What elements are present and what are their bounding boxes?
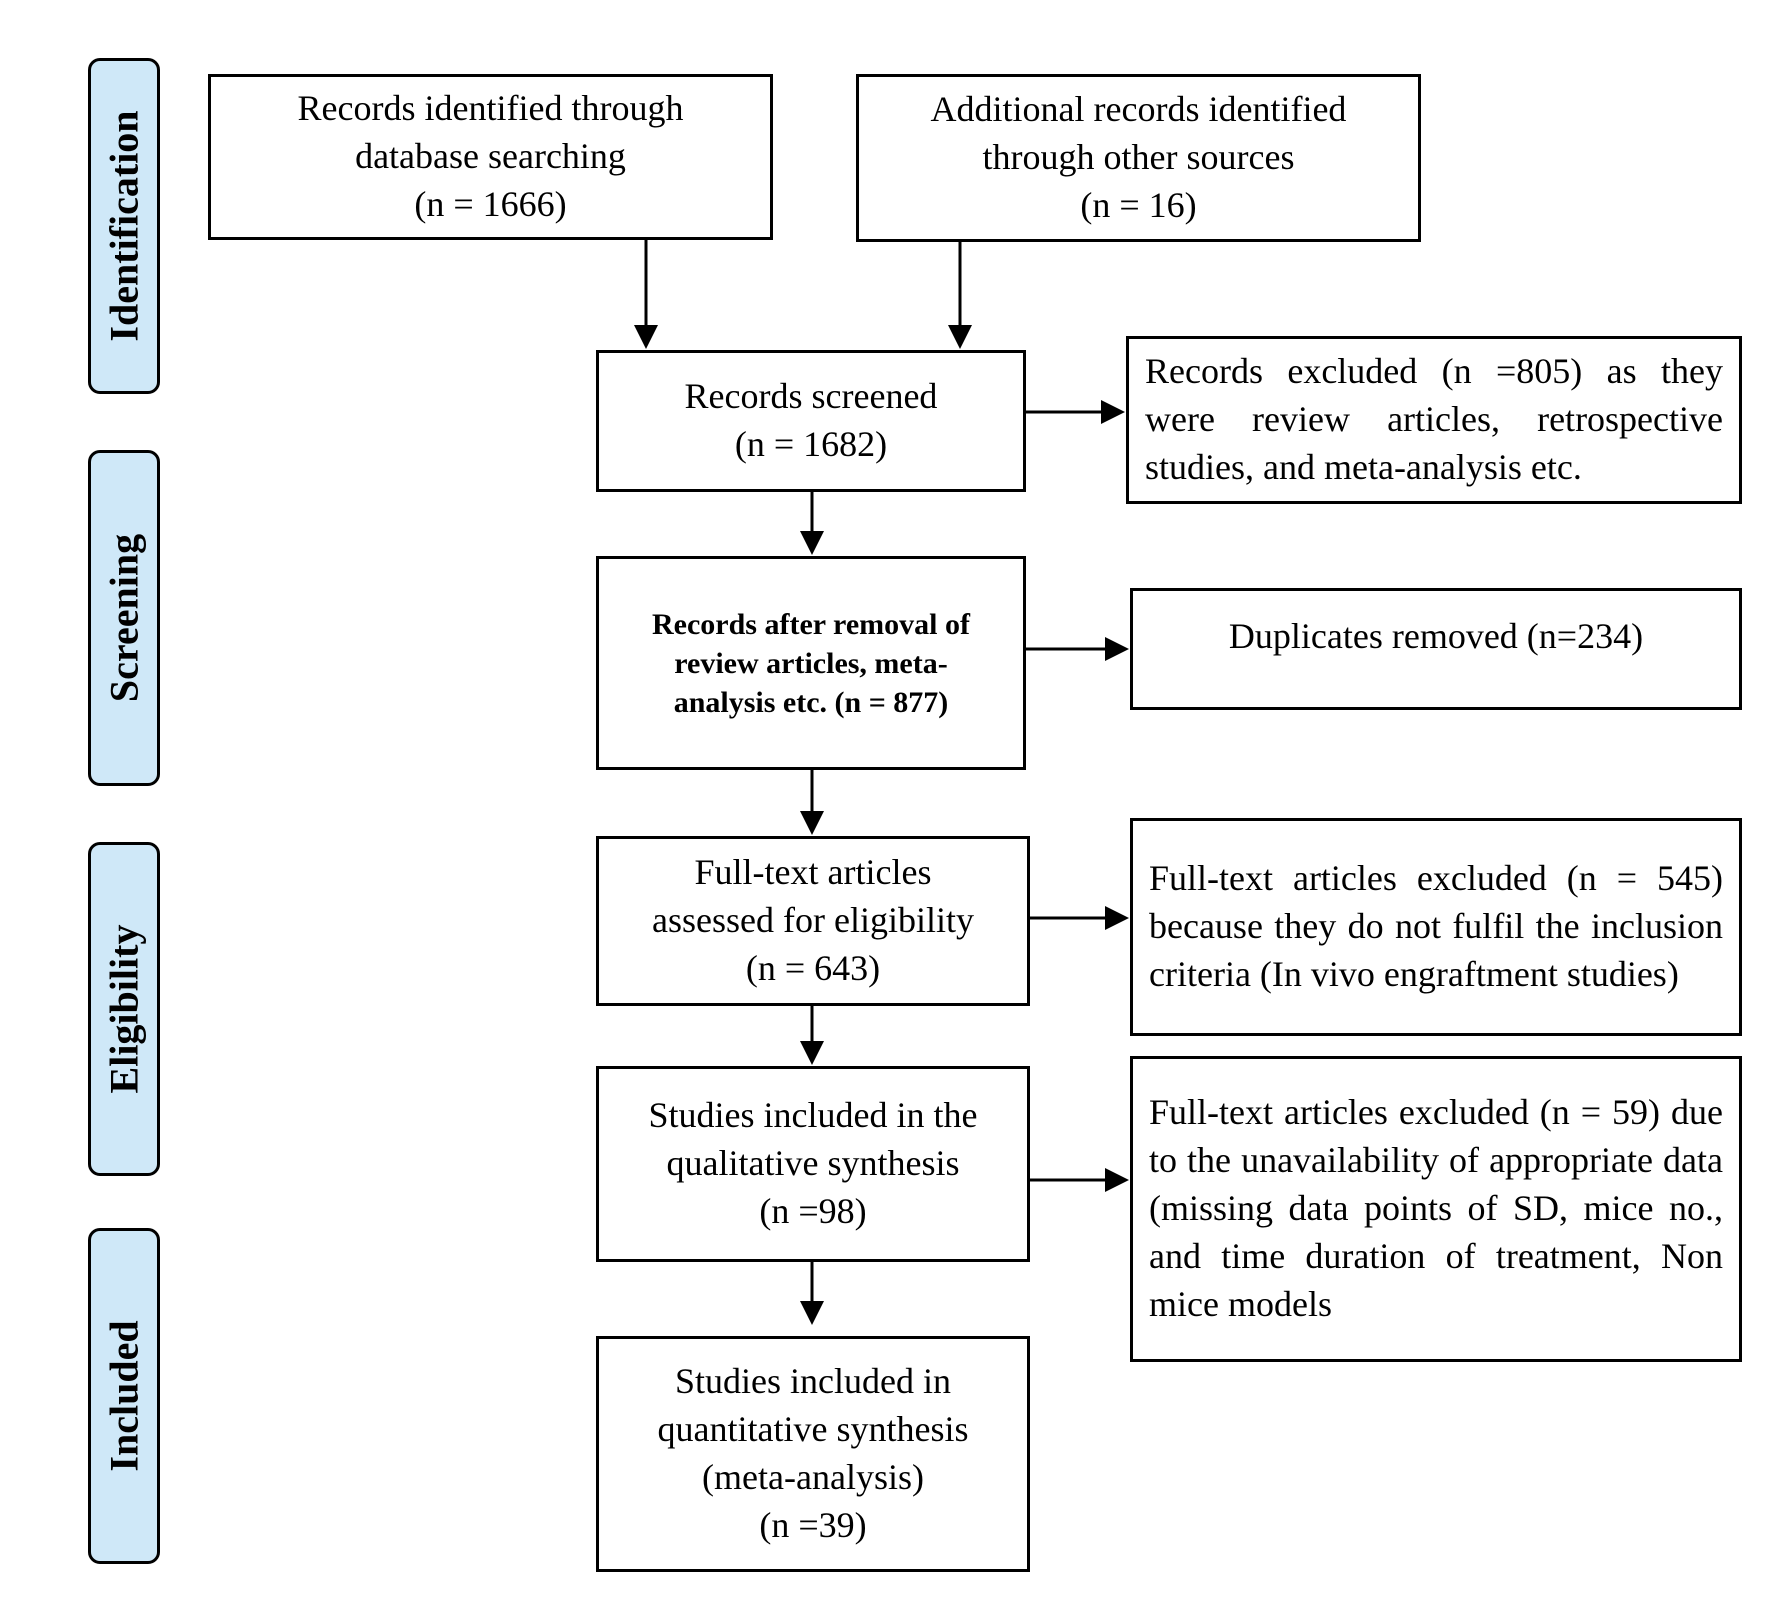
box-other-sources: Additional records identified through ot… — [856, 74, 1421, 242]
qualitative-synthesis-count: (n =98) — [759, 1190, 867, 1231]
phase-screening: Screening — [88, 450, 160, 786]
phase-included: Included — [88, 1228, 160, 1564]
box-full-text-excluded-data: Full-text articles excluded (n = 59) due… — [1130, 1056, 1742, 1362]
database-search-count: (n = 1666) — [414, 183, 567, 224]
after-removal-line3: analysis etc. (n = 877) — [673, 685, 949, 719]
box-quantitative-synthesis: Studies included in quantitative synthes… — [596, 1336, 1030, 1572]
qualitative-synthesis-line2: qualitative synthesis — [666, 1143, 960, 1184]
box-qualitative-synthesis: Studies included in the qualitative synt… — [596, 1066, 1030, 1262]
after-removal-line1: Records after removal of — [652, 607, 970, 641]
phase-eligibility: Eligibility — [88, 842, 160, 1176]
records-excluded-text: Records excluded (n =805) as they were r… — [1145, 351, 1723, 487]
quantitative-synthesis-line3: (meta-analysis) — [702, 1457, 924, 1497]
box-duplicates-removed: Duplicates removed (n=234) — [1130, 588, 1742, 710]
database-search-line2: database searching — [355, 136, 626, 177]
records-screened-label: Records screened — [684, 376, 938, 417]
full-text-assessed-line2: assessed for eligibility — [652, 900, 974, 941]
box-records-screened: Records screened (n = 1682) — [596, 350, 1026, 492]
box-after-removal: Records after removal of review articles… — [596, 556, 1026, 770]
box-full-text-excluded-criteria: Full-text articles excluded (n = 545) be… — [1130, 818, 1742, 1036]
quantitative-synthesis-count: (n =39) — [759, 1504, 867, 1545]
box-database-search: Records identified through database sear… — [208, 74, 773, 240]
full-text-excluded-data-text: Full-text articles excluded (n = 59) due… — [1149, 1092, 1723, 1324]
quantitative-synthesis-line2: quantitative synthesis — [657, 1409, 969, 1450]
other-sources-line1: Additional records identified — [930, 89, 1347, 130]
other-sources-line2: through other sources — [982, 137, 1295, 178]
phase-identification: Identification — [88, 58, 160, 394]
quantitative-synthesis-line1: Studies included in — [675, 1361, 951, 1402]
box-full-text-assessed: Full-text articles assessed for eligibil… — [596, 836, 1030, 1006]
full-text-assessed-count: (n = 643) — [745, 947, 881, 988]
box-records-excluded: Records excluded (n =805) as they were r… — [1126, 336, 1742, 504]
duplicates-removed-text: Duplicates removed (n=234) — [1228, 616, 1644, 656]
full-text-excluded-criteria-text: Full-text articles excluded (n = 545) be… — [1149, 858, 1723, 994]
other-sources-count: (n = 16) — [1080, 184, 1197, 225]
after-removal-line2: review articles, meta- — [674, 646, 948, 680]
qualitative-synthesis-line1: Studies included in the — [648, 1095, 978, 1136]
database-search-line1: Records identified through — [297, 88, 684, 129]
records-screened-count: (n = 1682) — [734, 424, 888, 464]
full-text-assessed-line1: Full-text articles — [694, 852, 932, 893]
